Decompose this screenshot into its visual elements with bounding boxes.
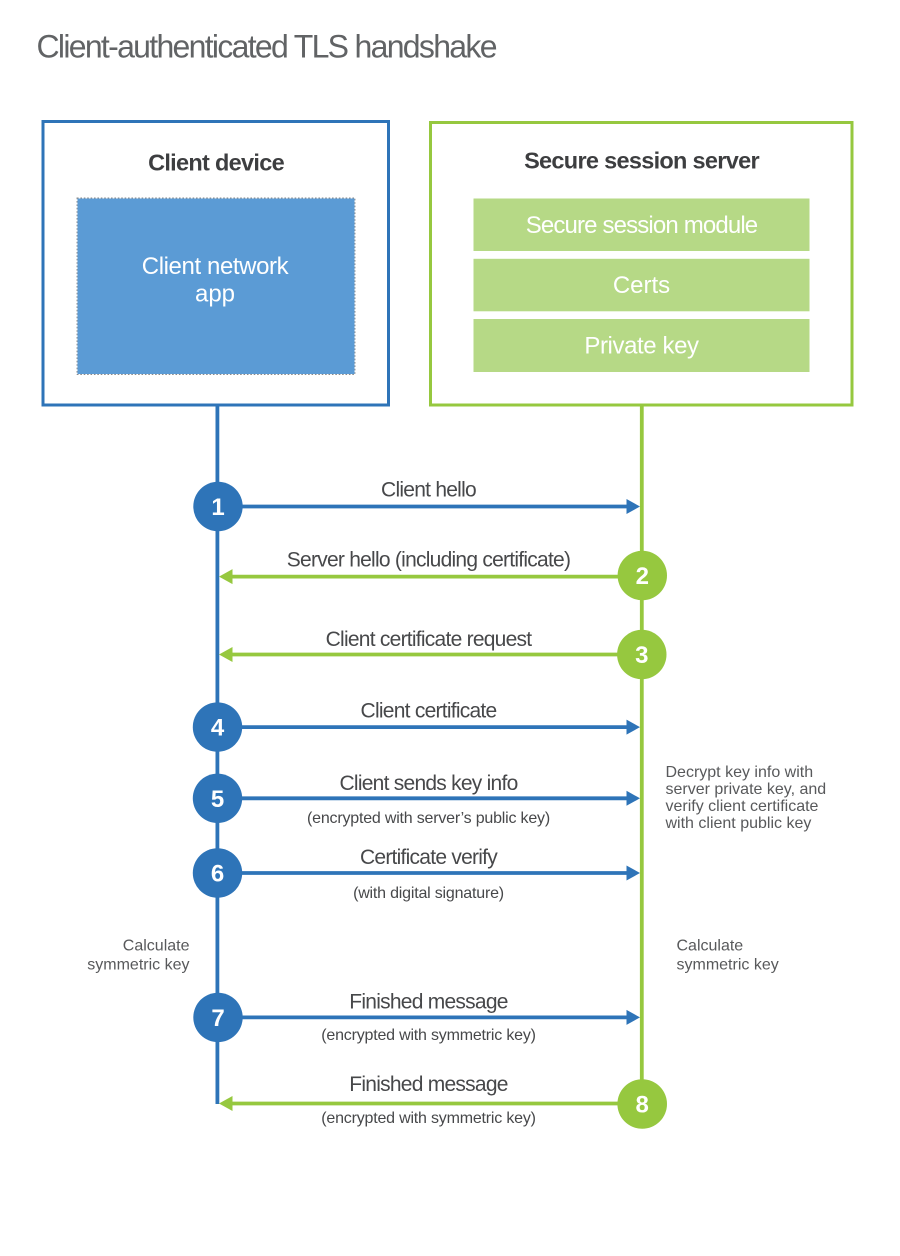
svg-text:Secure session module: Secure session module <box>526 212 758 239</box>
svg-text:with client public key: with client public key <box>665 815 812 832</box>
svg-text:Certs: Certs <box>613 272 670 299</box>
svg-text:Finished message: Finished message <box>349 1073 507 1096</box>
svg-text:Decrypt key info with: Decrypt key info with <box>666 764 814 781</box>
svg-text:(encrypted with symmetric key): (encrypted with symmetric key) <box>321 1027 536 1044</box>
svg-text:app: app <box>195 281 235 308</box>
svg-text:(encrypted with server’s publi: (encrypted with server’s public key) <box>307 810 550 827</box>
svg-text:Client-authenticated TLS hands: Client-authenticated TLS handshake <box>37 29 497 65</box>
svg-text:Client sends key info: Client sends key info <box>339 772 517 795</box>
svg-text:symmetric key: symmetric key <box>87 956 189 973</box>
svg-text:Client device: Client device <box>148 150 285 176</box>
svg-text:8: 8 <box>636 1092 649 1119</box>
svg-text:(with digital signature): (with digital signature) <box>353 885 504 902</box>
svg-text:4: 4 <box>211 715 225 742</box>
svg-text:Client certificate: Client certificate <box>361 699 497 722</box>
svg-text:Certificate verify: Certificate verify <box>360 846 498 869</box>
svg-text:verify client certificate: verify client certificate <box>666 798 819 815</box>
svg-text:7: 7 <box>211 1005 224 1032</box>
svg-text:(encrypted with symmetric key): (encrypted with symmetric key) <box>321 1110 536 1127</box>
svg-text:5: 5 <box>211 786 224 813</box>
svg-text:3: 3 <box>635 642 648 669</box>
svg-text:Client certificate request: Client certificate request <box>326 628 533 651</box>
svg-text:2: 2 <box>636 563 649 590</box>
svg-text:Secure session server: Secure session server <box>524 148 759 174</box>
svg-text:1: 1 <box>211 494 224 521</box>
svg-text:symmetric key: symmetric key <box>677 956 779 973</box>
svg-text:server private key, and: server private key, and <box>666 781 827 798</box>
svg-text:Server hello (including certif: Server hello (including certificate) <box>287 549 570 572</box>
svg-text:Client hello: Client hello <box>381 479 476 502</box>
svg-text:Client network: Client network <box>142 253 290 280</box>
svg-text:6: 6 <box>211 861 224 888</box>
svg-text:Calculate: Calculate <box>677 938 744 955</box>
svg-text:Finished message: Finished message <box>349 991 507 1014</box>
svg-text:Private key: Private key <box>584 333 699 360</box>
svg-text:Calculate: Calculate <box>123 938 190 955</box>
